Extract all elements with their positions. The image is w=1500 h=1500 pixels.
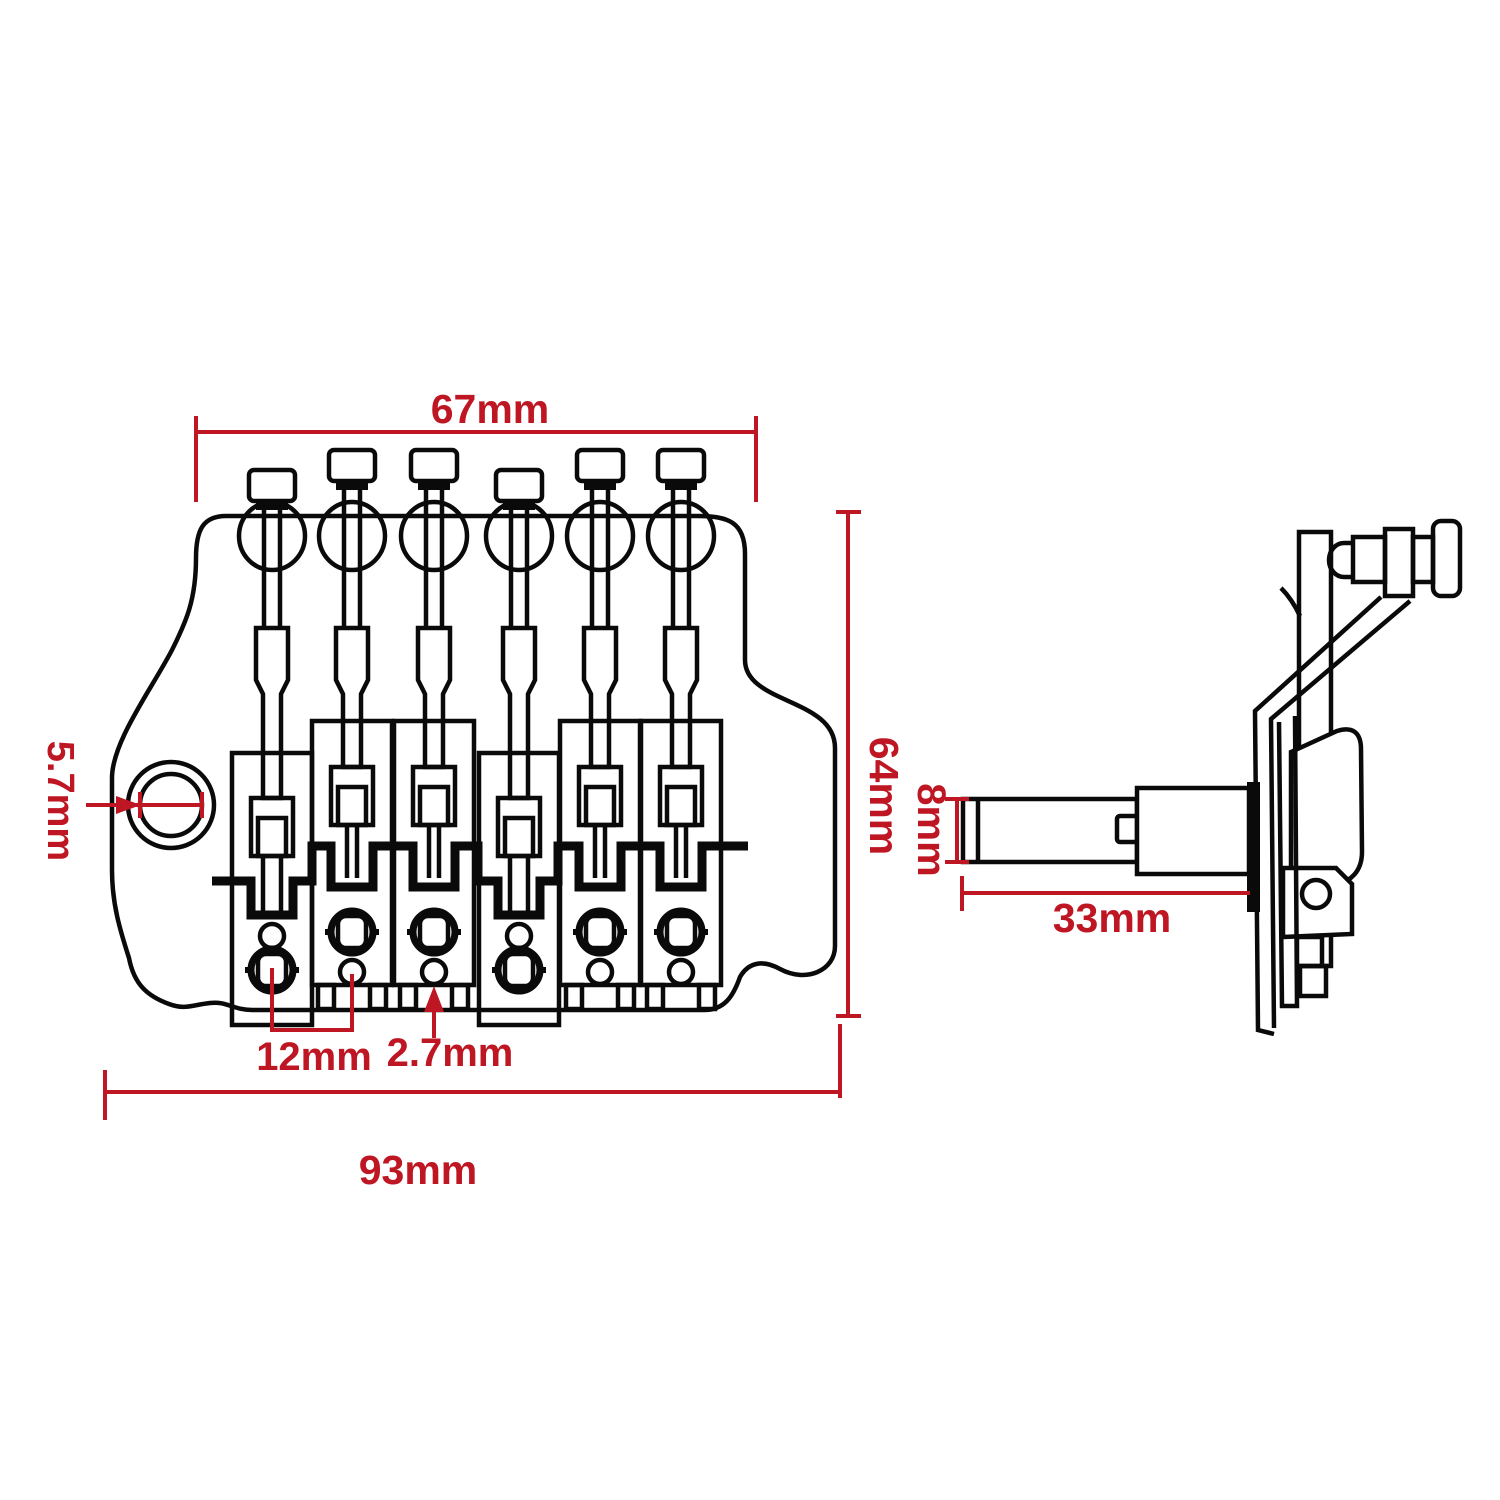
string-assemblies [229, 447, 724, 1028]
lock-collar [316, 499, 388, 573]
dim-mount-hole-label: 5.7mm [39, 741, 81, 861]
string-assembly [309, 447, 395, 1012]
clamp-block [581, 625, 619, 770]
side-tuner-knob [1430, 518, 1463, 599]
dim-overall-width: 93mm [103, 1024, 842, 1193]
tuner-head-base [665, 481, 697, 490]
clamp-block [415, 625, 453, 770]
side-tuner-body [1350, 534, 1388, 585]
clamp-window-inner [417, 784, 451, 828]
saddle-leg [315, 982, 337, 1012]
side-tuner-collar [1382, 526, 1416, 599]
tuner-head [408, 447, 460, 484]
string-hole-ring [666, 957, 696, 987]
tuner-head-base [256, 501, 288, 510]
lock-collar [645, 499, 717, 573]
string-hole-ring [257, 921, 287, 951]
dim-block-height-label: 8mm [909, 783, 953, 876]
clamp-window-inner [583, 784, 617, 828]
tuner-head-base [336, 481, 368, 490]
saddle-box [309, 718, 395, 988]
saddle-leg [449, 982, 471, 1012]
string-insert-square [417, 913, 451, 951]
clamp-block [662, 625, 700, 770]
side-tuner-tip [1326, 540, 1353, 580]
dim-overall-width-label: 93mm [359, 1147, 478, 1193]
clamp-block [253, 625, 291, 801]
tuner-head-base [418, 481, 450, 490]
string-assembly [229, 467, 315, 1028]
dim-block-height: 8mm [909, 783, 969, 877]
string-insert-square [502, 951, 536, 989]
tuner-head [655, 447, 707, 484]
side-bracket-hole [1299, 877, 1333, 911]
side-arm-inner [1268, 599, 1412, 1029]
dim-saddle-spacing-label: 12mm [256, 1035, 372, 1079]
dim-saddle-spacing: 12mm [256, 968, 372, 1079]
side-block-bar [960, 796, 1140, 865]
side-view [960, 518, 1463, 1037]
dim-mount-hole: 5.7mm [39, 741, 204, 861]
saddle-leg [367, 982, 389, 1012]
dim-string-hole-label: 2.7mm [387, 1031, 514, 1075]
dim-string-hole: 2.7mm [387, 986, 514, 1075]
clamp-window-inner [664, 784, 698, 828]
saddle-box [391, 718, 477, 988]
saddle-leg [563, 982, 585, 1012]
dim-block-length-label: 33mm [1053, 895, 1172, 941]
saddle-leg [397, 982, 419, 1012]
side-tuner-neck [1410, 534, 1436, 585]
string-hole-ring [585, 957, 615, 987]
saddle-box [557, 718, 643, 988]
side-saddle-housing [1288, 727, 1365, 891]
tuner-head [493, 467, 545, 504]
side-bottom-tab [1297, 963, 1329, 999]
dim-block-length: 33mm [960, 876, 1250, 941]
tuner-head-base [584, 481, 616, 490]
clamp-window-inner [335, 784, 369, 828]
string-hole-ring [504, 921, 534, 951]
clamp-block [500, 625, 538, 801]
string-assembly [638, 447, 724, 1012]
dim-top-width: 67mm [194, 386, 758, 502]
string-assembly [476, 467, 562, 1028]
lock-collar [564, 499, 636, 573]
clamp-window-inner [502, 815, 536, 859]
front-view [109, 447, 838, 1028]
dim-height-label: 64mm [861, 737, 907, 856]
string-insert-square [583, 913, 617, 951]
dim-top-width-label: 67mm [431, 386, 550, 432]
lock-collar [236, 499, 308, 573]
dim-height: 64mm [836, 510, 907, 1018]
string-insert-square [335, 913, 369, 951]
clamp-window-inner [255, 815, 289, 859]
tuner-head [574, 447, 626, 484]
string-insert-square [664, 913, 698, 951]
string-hole-ring [419, 957, 449, 987]
lock-collar [483, 499, 555, 573]
clamp-block [333, 625, 371, 770]
saddle-leg [615, 982, 637, 1012]
lock-collar [398, 499, 470, 573]
side-plate-step [1294, 934, 1325, 969]
dimensions: 67mm 64mm 5.7mm 12mm 2.7mm [39, 386, 1250, 1193]
string-assembly [391, 447, 477, 1012]
tuner-head [326, 447, 378, 484]
saddle-leg [644, 982, 666, 1012]
side-arm-outer [1252, 595, 1383, 1037]
baseplate-outline [109, 513, 838, 1013]
saddle-box [638, 718, 724, 988]
tuner-head [246, 467, 298, 504]
saddle-leg [696, 982, 718, 1012]
tuner-head-base [503, 501, 535, 510]
side-block-body [1134, 785, 1252, 877]
side-strip-left [1276, 715, 1300, 1009]
string-assembly [557, 447, 643, 1012]
side-string-hook [1279, 586, 1303, 617]
